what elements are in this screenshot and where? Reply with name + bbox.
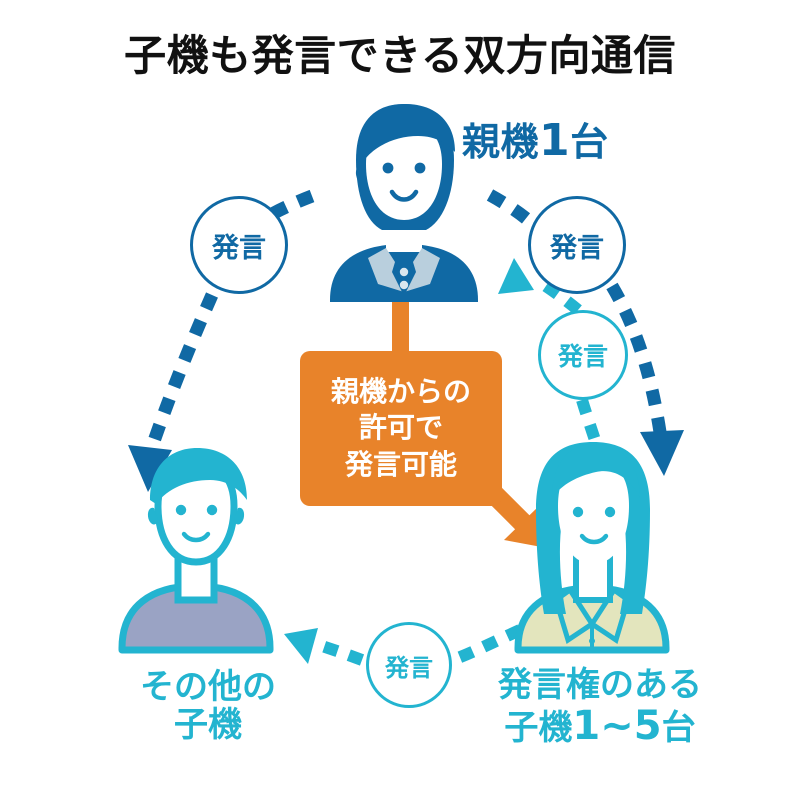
privileged-child-label-line1: 発言権のある xyxy=(498,665,702,705)
other-child-figure xyxy=(118,448,274,654)
privileged-child-figure xyxy=(514,442,670,654)
badge-speak-bottom[interactable]: 発言 xyxy=(366,622,452,708)
other-child-label-line2: 子機 xyxy=(174,705,242,746)
privileged-child-label-unit: 台 xyxy=(661,708,696,749)
host-label-unit: 台 xyxy=(570,120,609,164)
connector-privileged-child-to-other-child xyxy=(284,624,523,666)
badge-speak-middle[interactable]: 発言 xyxy=(538,310,628,400)
badge-speak-left[interactable]: 発言 xyxy=(190,196,288,294)
host-label: 親機1台 xyxy=(462,116,609,165)
privileged-child-label-line2: 子機1~5台 xyxy=(460,704,740,749)
callout-line-2: 許可で xyxy=(358,411,443,445)
badge-speak-right[interactable]: 発言 xyxy=(528,196,626,294)
host-label-text: 親機 xyxy=(462,120,540,164)
permission-callout: 親機からの 許可で 発言可能 xyxy=(300,351,502,506)
host-label-count: 1 xyxy=(539,115,571,166)
other-child-label: その他の 子機 xyxy=(88,668,328,744)
page-title: 子機も発言できる双方向通信 xyxy=(124,31,676,80)
callout-line-1: 親機からの xyxy=(330,374,471,408)
callout-stem xyxy=(392,300,409,360)
privileged-child-label: 発言権のある 子機1~5台 xyxy=(460,666,740,749)
host-figure xyxy=(330,104,478,302)
other-child-label-line1: その他の xyxy=(140,667,276,707)
callout-line-3: 発言可能 xyxy=(344,447,457,481)
privileged-child-label-prefix: 子機 xyxy=(504,708,573,749)
connector-privileged-child-to-host xyxy=(498,258,604,452)
connector-host-to-privileged-child xyxy=(486,189,684,476)
privileged-child-label-range: 1~5 xyxy=(572,703,662,750)
